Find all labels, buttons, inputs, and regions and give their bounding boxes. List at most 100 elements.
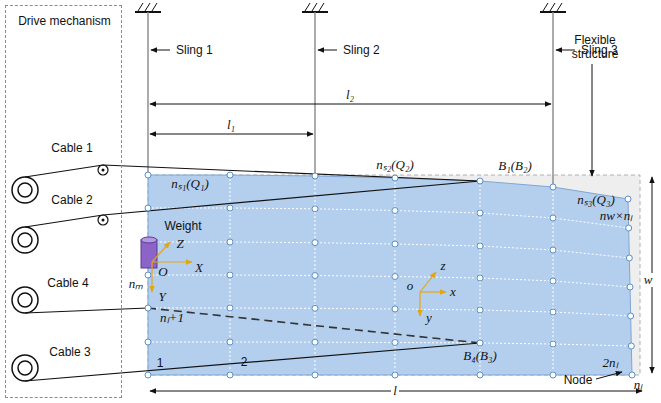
fe-node [312,273,318,279]
point-label: B₄(B₃) [463,349,497,363]
guide-pulley-axle [102,169,105,172]
fe-node [312,339,318,345]
fe-node [550,247,556,253]
fe-node [312,305,318,311]
axis-label: Z [176,237,183,251]
cable-drum-hub [18,293,32,307]
grid-line [148,208,629,228]
leader-arrow [151,50,170,51]
weight-top [141,237,157,243]
fe-node [550,341,556,347]
fe-node [227,272,233,278]
cable-drum [12,287,38,313]
fe-node [628,313,634,319]
axis-y [419,292,420,316]
fe-node [477,372,483,378]
anchor-hatch [305,3,310,11]
cable-drum-hub [18,183,32,197]
fe-node [227,339,233,345]
fe-node [625,196,631,202]
cable-label: Cable 3 [49,345,90,359]
cable-4 [25,308,148,313]
undeformed-outline [148,175,640,375]
node-label: nₛ₁(Q₁) [171,177,209,191]
fe-node [550,309,556,315]
node-title: Drive mechanism [6,14,123,28]
fe-node [392,274,398,280]
axis-label: x [450,285,456,299]
cable-drum [12,227,38,253]
sling-line [147,12,148,175]
axis-label: O [158,265,167,279]
axis-label: Y [158,290,165,304]
anchor-hatch [557,3,562,11]
fe-node [392,208,398,214]
fe-node [145,372,151,378]
axis-y [151,262,152,292]
grid-line [148,242,629,258]
fe-node [312,173,318,179]
cable-label: Cable 4 [47,276,88,290]
axis-z [152,242,170,262]
guide-pulley [98,215,108,225]
node-number: 2 [241,355,248,369]
cable-drum-hub [18,361,32,375]
fe-node [628,343,634,349]
fe-node [477,243,483,249]
fe-node [227,239,233,245]
fe-node [477,340,483,346]
fe-node [626,255,632,261]
cable-label: Cable 2 [51,193,92,207]
node-label: Node [564,373,593,387]
fe-node [550,215,556,221]
guide-pulley-axle [102,219,105,222]
cable-label: Cable 1 [51,141,92,155]
fe-node [392,306,398,312]
anchor-hatch [319,3,324,11]
anchor-hatch [312,3,317,11]
fe-node [145,172,151,178]
axis-label: o [407,279,414,293]
node-label: 2nₗ [603,356,618,370]
fe-node [145,205,151,211]
leader-arrow [592,64,593,176]
anchor-hatch [543,3,548,11]
node-label: nₛ₃(Q₃) [577,193,615,207]
fe-node [477,178,483,184]
fe-node [312,240,318,246]
leader-arrow [596,372,622,379]
weight-cylinder [141,240,157,268]
anchor-hatch [550,3,555,11]
dimension-label: l [391,384,399,398]
fe-node [627,284,633,290]
axis-label: y [426,311,432,325]
fe-node [312,372,318,378]
grid-line [148,342,631,346]
axis-x [152,261,192,262]
dimension-label: l₂ [344,88,356,102]
flexible-structure-shape [148,175,632,375]
node-label: nₛ₂(Q₂) [376,158,414,172]
sling-label: Sling 1 [176,43,213,57]
fe-node [145,272,151,278]
sling-line [314,12,315,176]
grid-line [148,275,630,287]
fe-node [227,205,233,211]
dimension-label: w [642,273,655,287]
sling-label: Sling 3 [581,43,618,57]
fe-node [477,210,483,216]
sling-line [552,12,553,187]
cable-drum [12,355,38,381]
cable-drum-hub [18,233,32,247]
cable-4-hidden [148,308,480,343]
axis-label: X [195,261,203,275]
fe-node [227,172,233,178]
dimension-line [150,104,551,105]
dimension-line [150,134,313,135]
weight-label: Weight [164,219,201,233]
fe-node [227,305,233,311]
dimension-label: l₁ [225,118,237,132]
fe-node [477,307,483,313]
